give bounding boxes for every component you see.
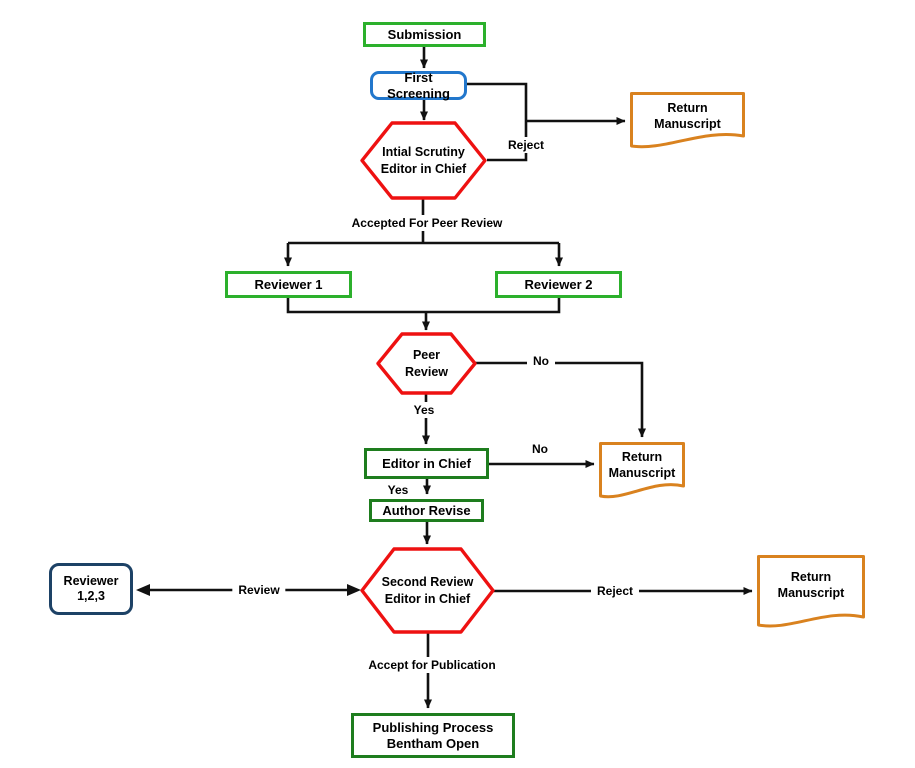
edge-label-accepted-for-peer-review: Accepted For Peer Review xyxy=(345,215,509,231)
return-manuscript-mid-document xyxy=(599,442,685,499)
edge-label-review: Review xyxy=(232,582,286,598)
edge-label-yes-editor: Yes xyxy=(387,483,409,497)
return-manuscript-top-document xyxy=(630,92,745,149)
first-screening-label: First Screening xyxy=(387,69,450,101)
reviewer-2-label: Reviewer 2 xyxy=(524,276,593,292)
node-publishing-process: Publishing Process Bentham Open xyxy=(351,713,515,758)
submission-label: Submission xyxy=(387,26,462,42)
initial-scrutiny-hexagon xyxy=(360,121,487,200)
reviewer-123-line2: 1,2,3 xyxy=(77,589,105,603)
node-reviewer-1: Reviewer 1 xyxy=(225,271,352,298)
edge-label-yes-peer: Yes xyxy=(407,402,441,418)
edge-label-no-peer: No xyxy=(527,353,555,369)
node-editor-in-chief: Editor in Chief xyxy=(364,448,489,479)
publishing-process-line1: Publishing Process xyxy=(372,719,494,735)
reviewer-1-label: Reviewer 1 xyxy=(254,276,323,292)
review-arrowhead-right xyxy=(347,584,361,596)
edge-label-no-editor: No xyxy=(532,442,548,456)
second-review-hexagon xyxy=(360,547,495,634)
node-first-screening: First Screening xyxy=(370,69,467,101)
return-manuscript-right-document xyxy=(757,555,865,628)
edge-label-reject-top: Reject xyxy=(501,137,551,153)
review-arrowhead-left xyxy=(136,584,150,596)
editor-in-chief-label: Editor in Chief xyxy=(382,455,471,471)
node-author-revise: Author Revise xyxy=(369,499,484,522)
edge-label-reject-second: Reject xyxy=(590,583,640,599)
node-reviewer-123: Reviewer 1,2,3 xyxy=(49,563,133,615)
peer-review-hexagon xyxy=(376,332,477,395)
reviewer-123-line1: Reviewer xyxy=(63,574,119,588)
node-submission: Submission xyxy=(363,22,486,47)
edge-label-accept-for-publication: Accept for Publication xyxy=(362,657,502,673)
edge-reviewers-merge xyxy=(286,298,561,314)
node-reviewer-2: Reviewer 2 xyxy=(495,271,622,298)
author-revise-label: Author Revise xyxy=(382,502,471,518)
edge-peer-review-no xyxy=(475,361,646,438)
publishing-process-line2: Bentham Open xyxy=(386,735,480,751)
